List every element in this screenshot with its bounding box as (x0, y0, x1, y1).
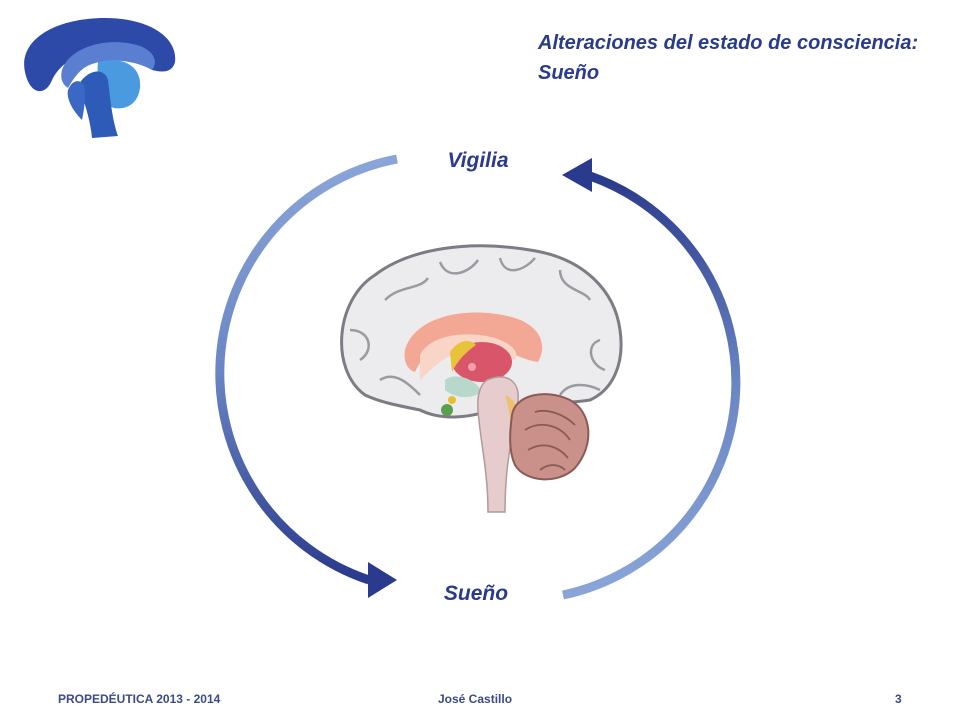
title-line-2: Sueño (538, 62, 600, 84)
footer-course: PROPEDÉUTICA 2013 - 2014 (58, 692, 221, 706)
label-vigilia: Vigilia (447, 149, 509, 172)
arrow-vigilia-to-sueno (215, 154, 398, 598)
footer-page-number: 3 (895, 692, 902, 706)
footer-author: José Castillo (438, 692, 513, 706)
brain-illustration (340, 244, 623, 513)
slide-title: Alteraciones del estado de consciencia: … (538, 28, 938, 88)
logo (24, 18, 176, 138)
label-sueno: Sueño (443, 582, 509, 605)
arrow-sueno-to-vigilia (562, 158, 741, 600)
title-line-1: Alteraciones del estado de consciencia: (538, 32, 919, 54)
